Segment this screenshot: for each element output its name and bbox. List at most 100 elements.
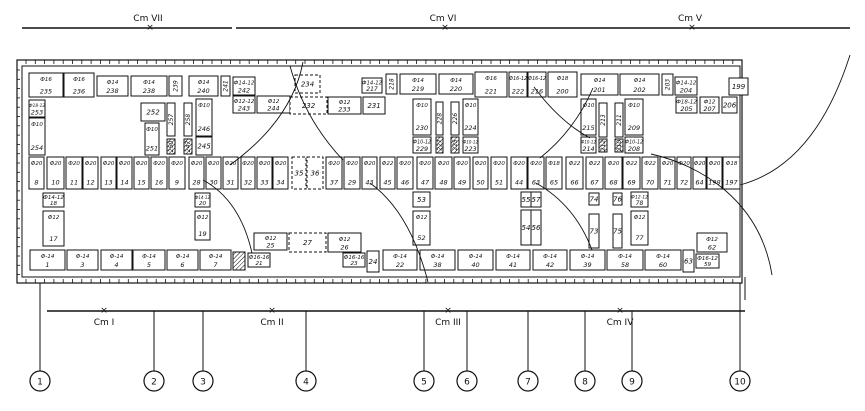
element-box-36[interactable]: 36: [306, 156, 324, 190]
element-box-218[interactable]: 218: [385, 73, 398, 95]
element-box-227[interactable]: 227: [435, 136, 444, 154]
element-box-245[interactable]: 245: [195, 136, 213, 156]
element-box-54[interactable]: 54: [520, 209, 532, 246]
element-box-226[interactable]: 226: [450, 101, 460, 136]
element-box-76[interactable]: 76: [612, 192, 623, 206]
element-box-199[interactable]: 199: [728, 77, 749, 96]
element-box-74[interactable]: 74: [588, 192, 600, 206]
element-box-239[interactable]: 239: [168, 75, 183, 97]
element-box-57[interactable]: 57: [530, 191, 542, 208]
element-box-225[interactable]: 225: [450, 136, 460, 154]
element-box-210[interactable]: 210: [614, 138, 624, 153]
element-box-3[interactable]: Ф-143: [66, 249, 99, 271]
element-box-213[interactable]: 213: [598, 102, 608, 138]
element-box-35[interactable]: 35: [291, 156, 307, 190]
element-box-228[interactable]: 228: [435, 101, 444, 136]
element-box-231[interactable]: 231: [362, 96, 386, 115]
element-box-6[interactable]: Ф-146: [166, 249, 199, 271]
element-box-1[interactable]: Ф-141: [29, 249, 66, 271]
element-box-75[interactable]: 75: [612, 213, 623, 249]
element-box-53[interactable]: 53: [412, 191, 431, 208]
element-box-73[interactable]: 73: [588, 213, 600, 249]
element-box-212[interactable]: 212: [598, 138, 608, 153]
element-box-7[interactable]: Ф-147: [199, 249, 232, 271]
element-box-241[interactable]: 241: [220, 75, 231, 97]
element-box-247[interactable]: 247: [183, 138, 193, 155]
element-box-203[interactable]: 203: [661, 73, 674, 96]
element-box-55[interactable]: 55: [520, 191, 532, 208]
element-box-24[interactable]: 24: [366, 250, 380, 273]
element-box-27[interactable]: 27: [288, 232, 327, 253]
element-box-211[interactable]: 211: [614, 102, 624, 138]
element-box-5[interactable]: Ф-145: [132, 249, 166, 271]
element-box-63[interactable]: 63: [682, 249, 695, 273]
element-box-257[interactable]: 257: [166, 102, 176, 137]
element-box-234[interactable]: 234: [294, 74, 321, 94]
element-box-232[interactable]: 232: [289, 96, 328, 115]
element-box-56[interactable]: 56: [530, 209, 542, 246]
